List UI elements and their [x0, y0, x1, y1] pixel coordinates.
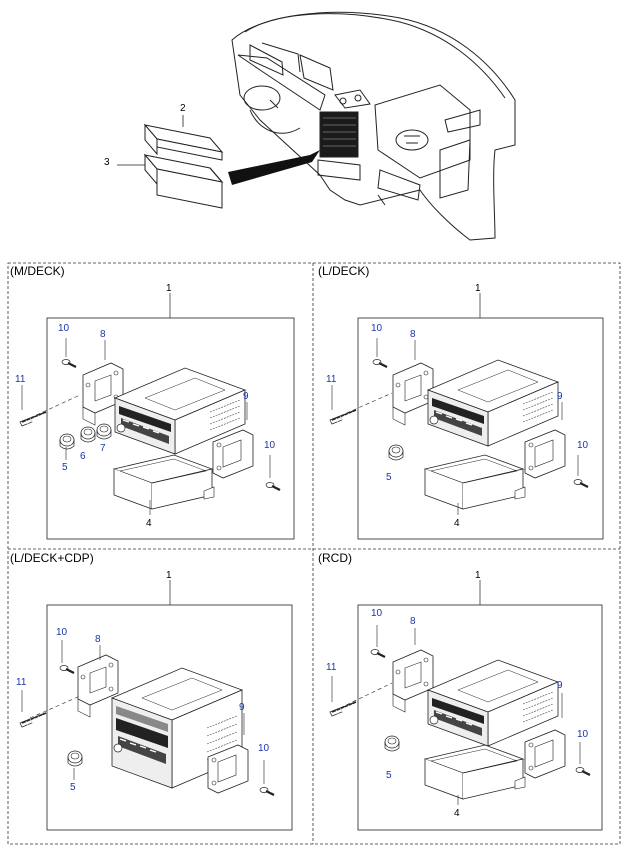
pocket-lid-parts [143, 123, 224, 209]
panel-grid [7, 262, 621, 845]
dashboard-illustration [231, 11, 516, 241]
callout-11: 11 [326, 374, 337, 385]
callout-10: 10 [371, 608, 383, 619]
callout-5: 5 [386, 770, 392, 781]
callout-1: 1 [475, 283, 481, 294]
callout-9: 9 [557, 391, 563, 402]
callout-5: 5 [62, 462, 68, 473]
panel-title-l-deck-cdp: (L/DECK+CDP) [10, 551, 94, 565]
callout-8: 8 [410, 329, 416, 340]
callout-10: 10 [58, 323, 70, 334]
callout-4: 4 [454, 518, 460, 529]
callout-9: 9 [239, 702, 245, 713]
callout-6: 6 [80, 451, 86, 462]
callout-11: 11 [16, 677, 27, 688]
callout-10: 10 [371, 323, 383, 334]
callout-2: 2 [180, 103, 186, 114]
panel-title-rcd: (RCD) [318, 551, 352, 565]
install-arrow [228, 150, 320, 185]
callout-5: 5 [70, 782, 76, 793]
callout-4: 4 [146, 518, 152, 529]
panel-rcd [329, 580, 603, 831]
callout-11: 11 [326, 662, 337, 673]
callout-9: 9 [557, 680, 563, 691]
callout-9: 9 [243, 391, 249, 402]
callout-10: 10 [577, 440, 589, 451]
panel-l-deck-cdp [19, 580, 293, 831]
callout-8: 8 [100, 329, 106, 340]
callout-11: 11 [15, 374, 26, 385]
callout-10: 10 [258, 743, 270, 754]
panel-l-deck [329, 293, 604, 540]
callout-5: 5 [386, 472, 392, 483]
callout-1: 1 [475, 570, 481, 581]
callout-8: 8 [95, 634, 101, 645]
panel-m-deck [19, 293, 295, 540]
callout-10: 10 [577, 729, 589, 740]
callout-10: 10 [56, 627, 68, 638]
callout-7: 7 [100, 443, 106, 454]
callout-1: 1 [166, 283, 172, 294]
callout-8: 8 [410, 616, 416, 627]
callout-1: 1 [166, 570, 172, 581]
panel-title-l-deck: (L/DECK) [318, 264, 370, 278]
callout-4: 4 [454, 808, 460, 819]
callout-10: 10 [264, 440, 276, 451]
callout-3: 3 [104, 157, 110, 168]
panel-title-m-deck: (M/DECK) [10, 264, 65, 278]
